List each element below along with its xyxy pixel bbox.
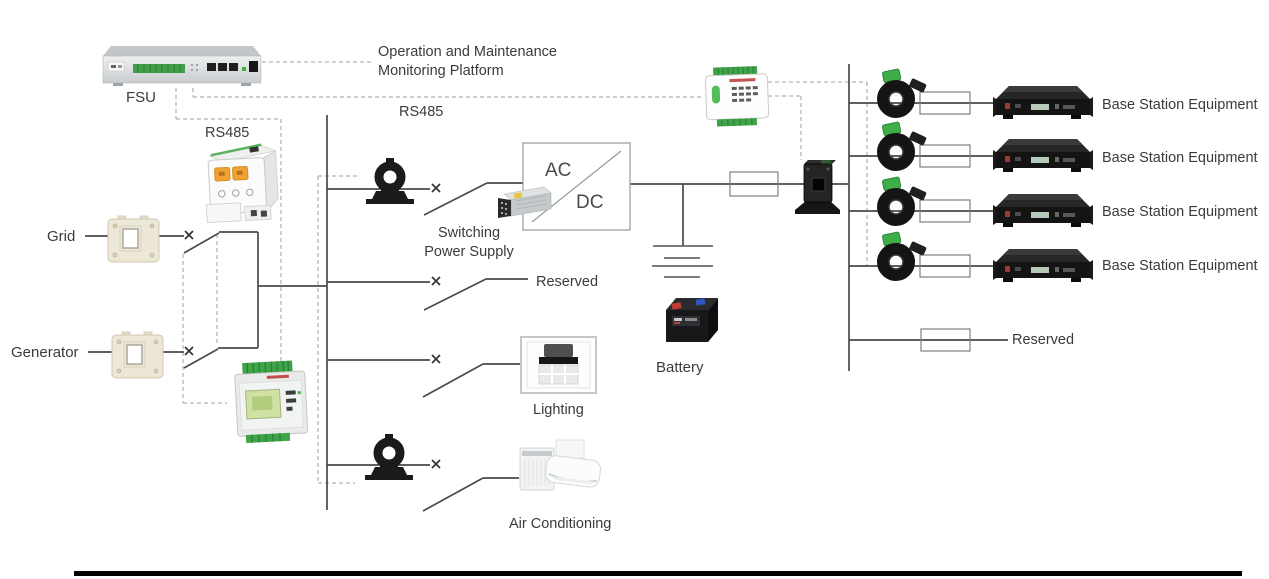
grid-ct-image: [107, 215, 160, 263]
hall-sensor-image: [795, 160, 840, 214]
battery-label: Battery: [656, 359, 704, 376]
lighting-label: Lighting: [533, 402, 584, 418]
clamp-sampling-bracket: [317, 175, 357, 484]
base-station-label-3: Base Station Equipment: [1102, 204, 1258, 220]
switching-psu-label: Switching Power Supply: [413, 224, 525, 262]
base-station-rack-3: [993, 194, 1093, 227]
rs485-main-bus: [192, 88, 703, 98]
platform-label-line1: Operation and Maintenance: [378, 44, 557, 60]
ats-blade-generator: [183, 348, 219, 369]
converter-dc-label: DC: [576, 192, 604, 213]
ct-clamp-ac-branch: [365, 434, 413, 480]
breaker-x-marks: [184, 183, 441, 469]
dc-meter-hall-link: [768, 95, 802, 160]
fsu-to-meter-link: [175, 88, 282, 363]
rs485-bus-label: RS485: [399, 104, 444, 120]
lighting-image: [520, 336, 597, 394]
fsu-label: FSU: [126, 89, 156, 106]
ats-blade-grid: [183, 232, 220, 254]
reserved-branch-label: Reserved: [536, 274, 599, 290]
dc-energy-meter-image: [704, 66, 770, 127]
acdc-diagonal: [531, 150, 622, 223]
branch-lighting-switch: [422, 363, 522, 398]
ac-energy-meter-image: [234, 360, 309, 444]
dc-meter-ct-bus: [768, 81, 868, 266]
branch-reserved-switch: [423, 278, 528, 311]
fuse-bs-2: [919, 144, 971, 168]
platform-label-line2: Monitoring Platform: [378, 63, 504, 79]
converter-ac-label: AC: [545, 160, 572, 181]
fuse-bs-4: [919, 254, 971, 278]
platform-label: Operation and Maintenance Monitoring Pla…: [378, 43, 557, 81]
grid-label: Grid: [47, 228, 76, 245]
fuse-dc-output: [729, 171, 779, 197]
base-station-label-2: Base Station Equipment: [1102, 150, 1258, 166]
fuse-bs-1: [919, 91, 971, 115]
breaker-device-image: [205, 143, 279, 223]
battery-symbol: [652, 245, 713, 278]
switching-psu-label-line2: Power Supply: [424, 244, 514, 260]
bottom-divider: [74, 571, 1242, 576]
ct-clamp-psu-branch: [366, 158, 414, 204]
fsu-device-image: [102, 46, 262, 86]
generator-ct-image: [111, 331, 164, 379]
rs485-fsu-label: RS485: [205, 125, 250, 141]
branch-ac-switch: [422, 477, 519, 512]
rs485-dashed-wiring: [175, 61, 868, 484]
ats-sampling-dash: [182, 254, 227, 404]
ats-frame: [218, 231, 327, 349]
base-station-label-4: Base Station Equipment: [1102, 258, 1258, 274]
fuse-reserved-right: [920, 328, 971, 352]
power-lines: [85, 64, 1008, 512]
branch-psu-switch: [423, 182, 523, 216]
battery-image: [666, 298, 718, 342]
base-station-label-1: Base Station Equipment: [1102, 97, 1258, 113]
base-station-rack-1: [993, 86, 1093, 119]
switching-psu-label-line1: Switching: [437, 225, 501, 241]
base-station-rack-4: [993, 249, 1093, 282]
reserved-right-label: Reserved: [1012, 332, 1075, 348]
fuse-bs-3: [919, 199, 971, 223]
switching-psu-image: [498, 186, 552, 218]
fuse-boxes: [729, 91, 971, 352]
acdc-converter-box: [522, 142, 631, 231]
generator-label: Generator: [11, 344, 79, 361]
air-conditioning-image: [519, 439, 601, 491]
base-station-rack-2: [993, 139, 1093, 172]
air-conditioning-label: Air Conditioning: [509, 516, 612, 532]
